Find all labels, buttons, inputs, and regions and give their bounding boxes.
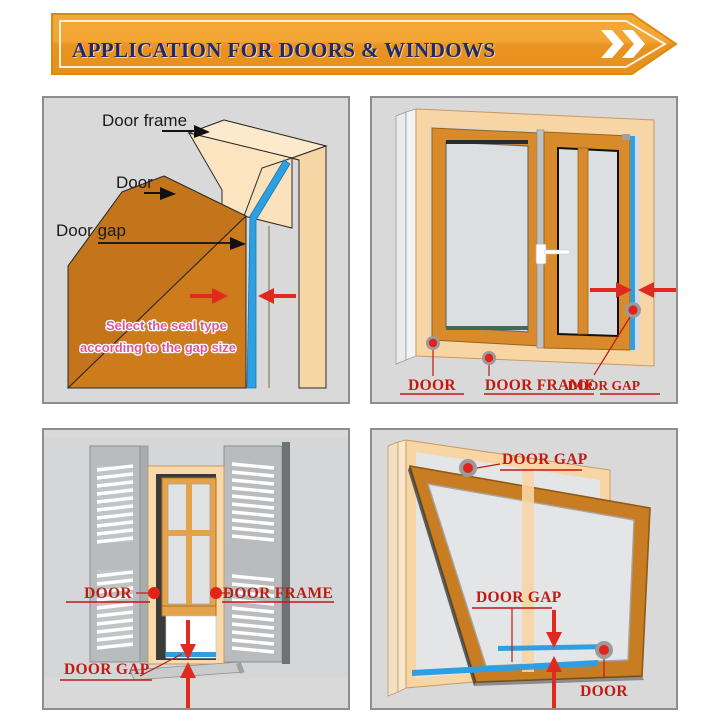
banner: APPLICATION FOR DOORS & WINDOWS — [0, 8, 720, 80]
marker-door — [136, 587, 160, 599]
window-sash-right — [543, 131, 631, 351]
sliding-window-illustration: DOOR DOOR FRAME DOOR GAP — [372, 98, 676, 402]
label-door: DOOR — [580, 683, 628, 700]
marker-door-gap — [593, 302, 641, 376]
panel-shuttered-window: DOOR DOOR FRAME DOOR GAP — [42, 428, 350, 710]
label-door-gap-mid: DOOR GAP — [476, 589, 562, 606]
marker-door — [426, 336, 440, 376]
gap-arrows-vertical — [180, 620, 196, 708]
label-door-gap-top: DOOR GAP — [502, 451, 588, 468]
panel-awning-window: DOOR GAP DOOR GAP DOOR — [370, 428, 678, 710]
marker-door-frame — [482, 351, 496, 376]
shutter-left — [89, 445, 149, 663]
note-line-2: according to the gap size — [80, 340, 236, 355]
seal-strip — [166, 652, 216, 657]
door-leaf-shape — [67, 175, 247, 390]
label-door-frame: DOOR FRAME — [223, 585, 333, 602]
window-depth-edge — [395, 108, 417, 365]
seal-strip — [246, 159, 291, 389]
arrow-right-icon-door — [144, 187, 176, 200]
gap-arrows-inward — [590, 282, 676, 298]
awning-window-illustration: DOOR GAP DOOR GAP DOOR — [372, 430, 676, 708]
banner-graphic — [51, 13, 678, 75]
label-door-frame: Door frame — [102, 111, 187, 130]
window-sash-upper — [161, 477, 217, 611]
window-meeting-stile — [536, 129, 545, 349]
awning-sash — [408, 464, 651, 686]
gap-arrows-inward — [190, 288, 296, 304]
marker-door — [595, 641, 613, 678]
window-handle-icon — [535, 243, 571, 265]
shuttered-window-illustration: DOOR DOOR FRAME DOOR GAP — [44, 430, 348, 708]
label-door: Door — [116, 173, 153, 192]
note-line-1: Select the seal type — [106, 318, 227, 333]
door-jamb-illustration: Door frame Door Door gap — [44, 98, 348, 402]
double-chevron-right-icon — [601, 30, 645, 58]
panel-door-jamb-detail: Door frame Door Door gap — [42, 96, 350, 404]
gap-arrows-vertical — [546, 610, 562, 708]
panel-sliding-window: DOOR DOOR FRAME DOOR GAP — [370, 96, 678, 404]
banner-arrow-shape — [51, 13, 678, 75]
label-door: DOOR — [84, 585, 132, 602]
shutter-right — [223, 442, 290, 664]
label-door-frame: DOOR FRAME — [485, 377, 595, 394]
arrow-right-icon-door-gap — [98, 237, 246, 250]
window-mullion — [522, 460, 534, 672]
marker-door-gap-top — [459, 459, 501, 477]
label-door: DOOR — [408, 377, 456, 394]
window-depth-edge — [387, 439, 407, 697]
label-door-gap: Door gap — [56, 221, 126, 240]
marker-door-frame — [210, 587, 230, 599]
window-sash-left — [431, 127, 541, 347]
label-door-gap: DOOR GAP — [568, 378, 640, 393]
banner-title: APPLICATION FOR DOORS & WINDOWS — [72, 38, 496, 62]
label-door-gap: DOOR GAP — [64, 661, 150, 678]
banner-inner-outline — [59, 20, 667, 68]
arrow-right-icon-door-frame — [162, 125, 210, 138]
seal-strip — [622, 134, 635, 350]
leader-door-gap — [139, 653, 183, 677]
